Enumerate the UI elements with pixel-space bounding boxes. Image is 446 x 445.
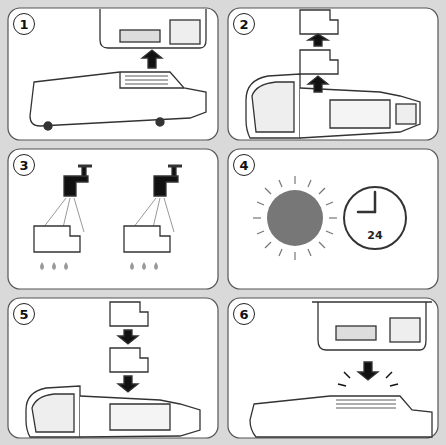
callout-number: 6 <box>233 303 255 325</box>
filter-insert <box>26 302 200 437</box>
step-panel <box>228 298 438 438</box>
filter-removal <box>246 10 420 138</box>
machine-lift <box>30 9 206 130</box>
step-number: 4 <box>239 159 248 172</box>
step-number: 1 <box>19 18 28 31</box>
step-number: 5 <box>19 308 28 321</box>
callout-number: 4 <box>233 154 255 176</box>
step-panel <box>8 298 218 438</box>
sun-and-clock <box>253 176 407 260</box>
machine-reassemble <box>250 302 432 437</box>
clock-label: 24 <box>366 230 383 241</box>
step-panel <box>8 149 218 289</box>
step-panel <box>228 149 438 289</box>
step-number: 2 <box>239 18 248 31</box>
callout-number: 5 <box>13 303 35 325</box>
callout-number: 1 <box>13 13 35 35</box>
rinse-filters <box>34 166 182 270</box>
callout-number: 3 <box>13 154 35 176</box>
callout-number: 2 <box>233 13 255 35</box>
clock-face: 24 <box>343 186 407 250</box>
step-panel <box>8 8 218 140</box>
step-panel <box>228 8 438 140</box>
step-number: 6 <box>239 308 248 321</box>
step-number: 3 <box>19 159 28 172</box>
